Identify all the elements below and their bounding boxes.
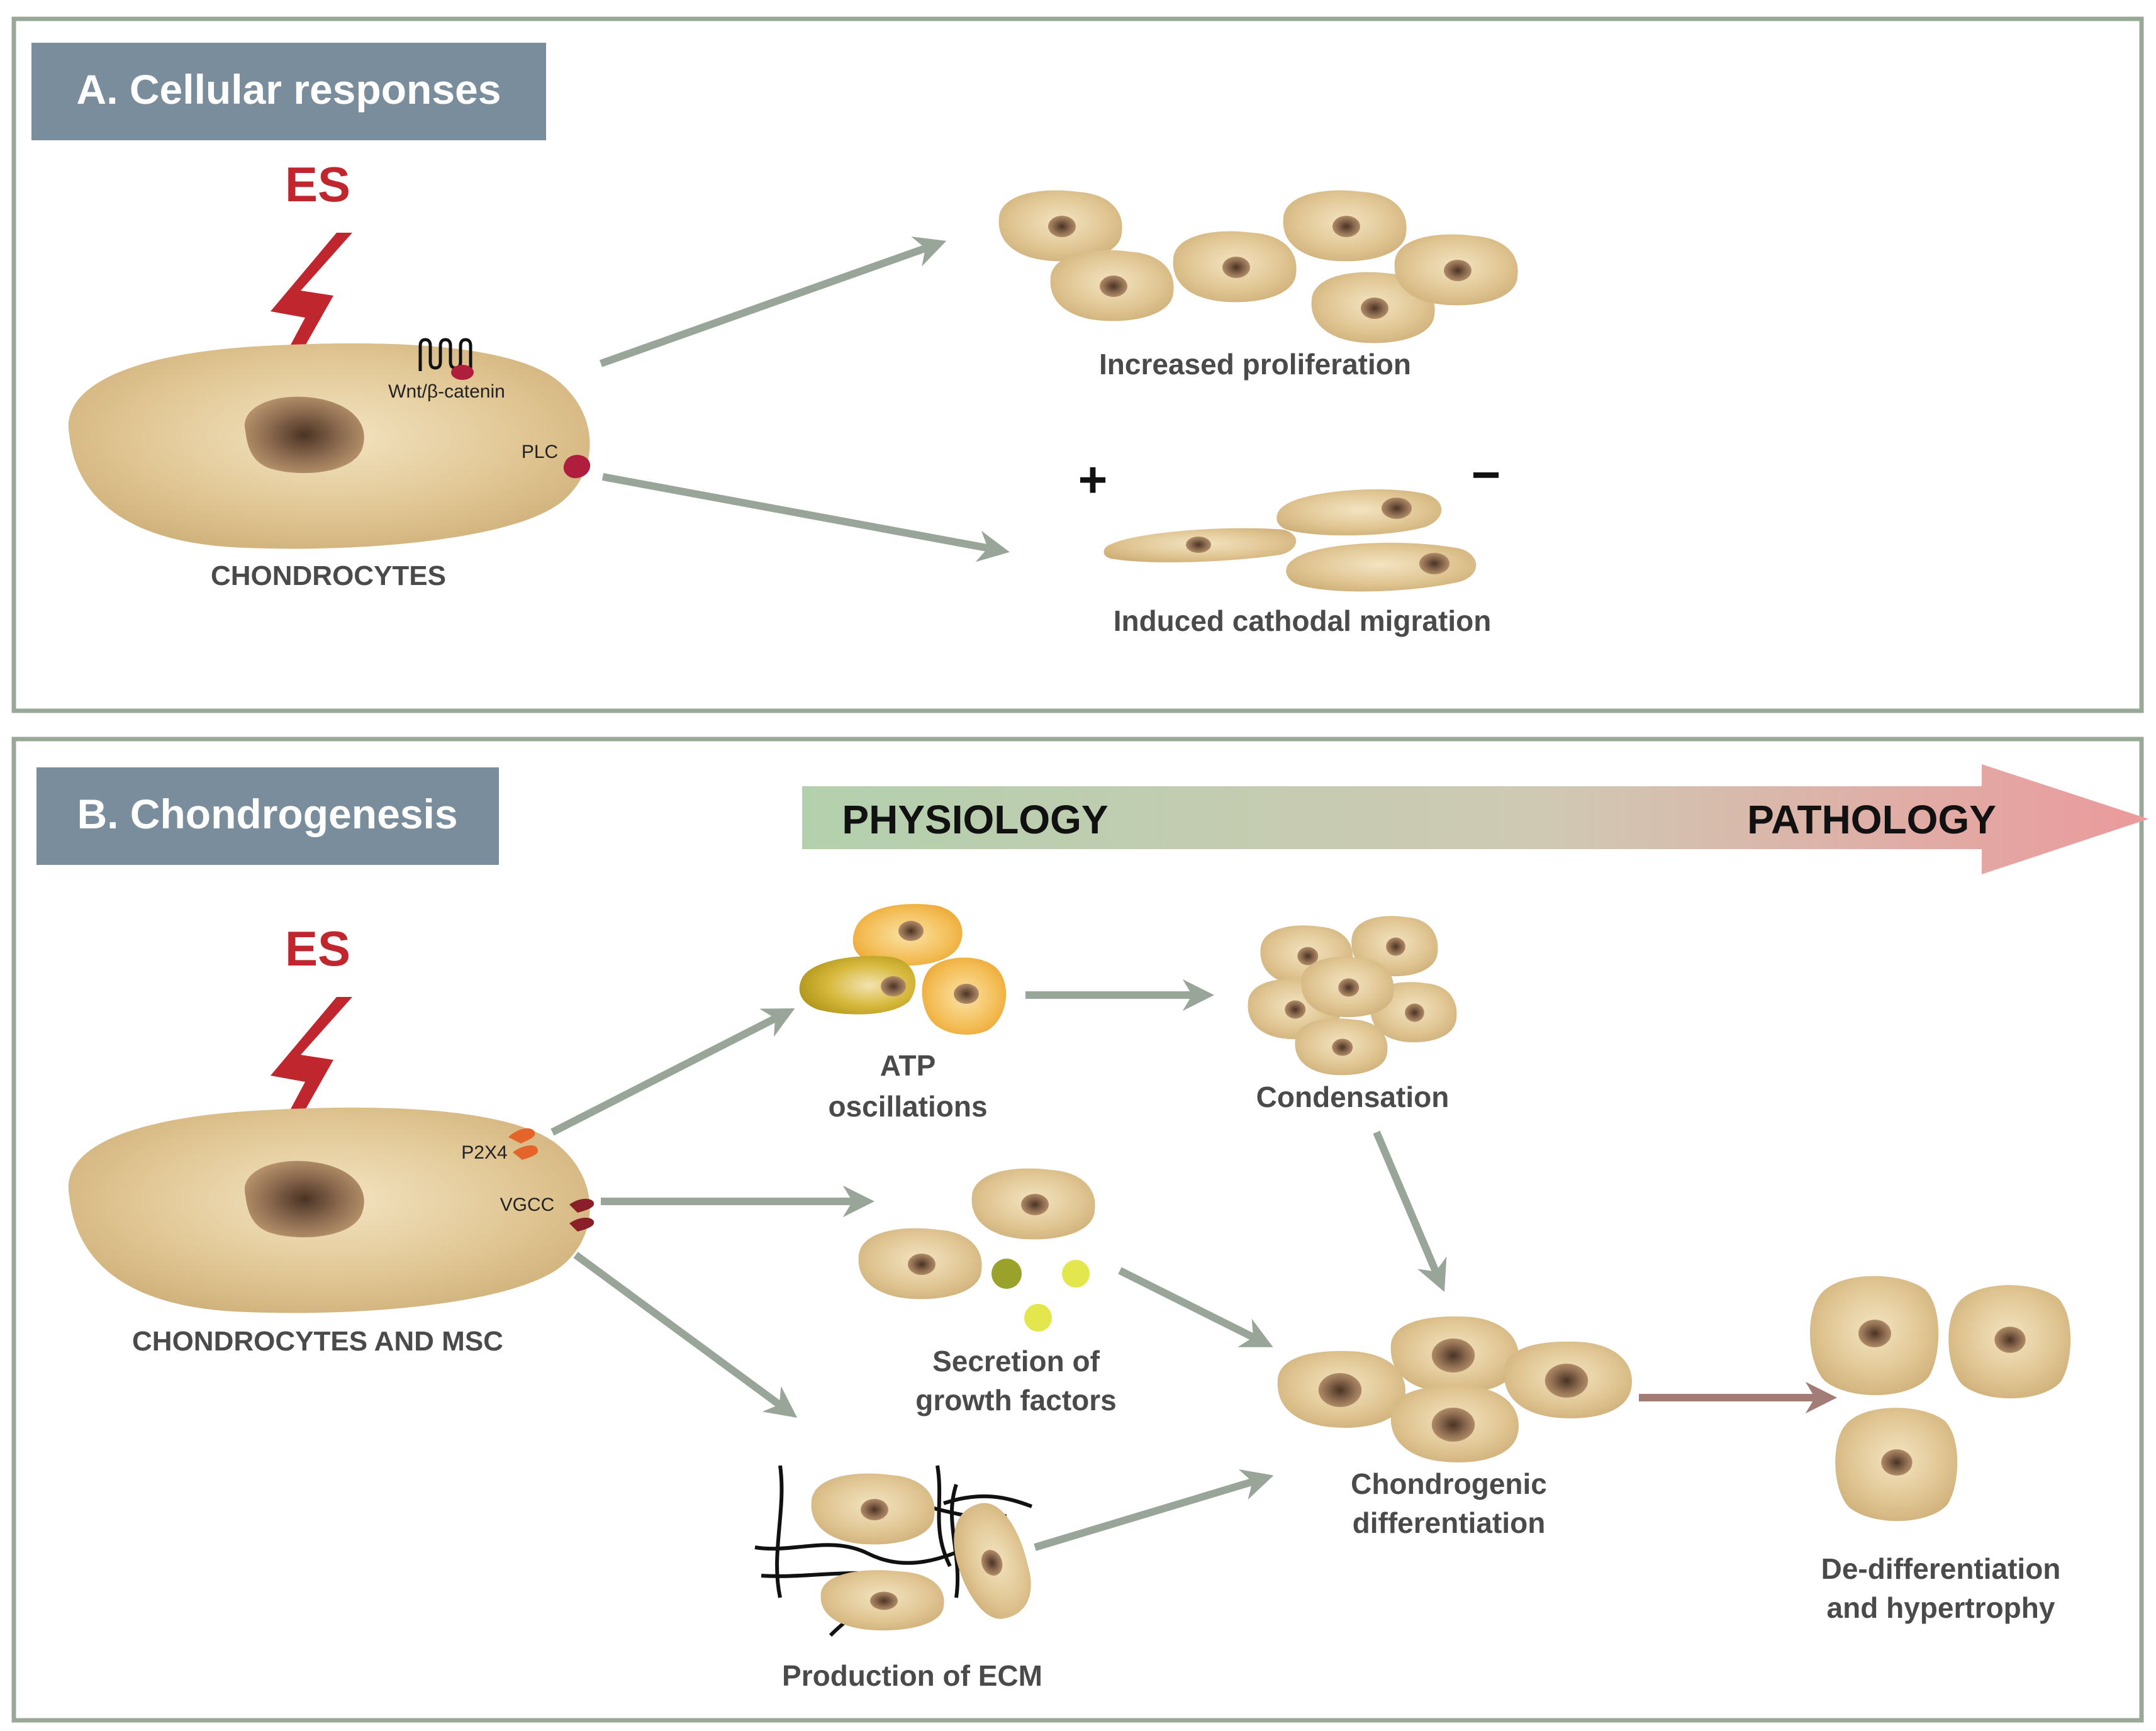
atp-label-line1: ATP [880, 1049, 936, 1082]
panel-b-nucleus [244, 1160, 364, 1238]
plus-electrode: + [1078, 452, 1108, 508]
wnt-receptor-icon [418, 338, 472, 371]
secretion-cells [858, 1168, 1095, 1332]
vgcc-label: VGCC [500, 1194, 555, 1215]
panel-b-title: B. Chondrogenesis [77, 791, 457, 837]
secretion-label-line2: growth factors [915, 1384, 1116, 1417]
plc-marker-icon [563, 455, 591, 479]
panel-a-title-box [31, 43, 546, 140]
panel-a-title: A. Cellular responses [77, 66, 501, 113]
panel-b-cell-label: CHONDROCYTES AND MSC [132, 1326, 503, 1357]
wnt-label: Wnt/β-catenin [388, 381, 505, 402]
panel-b-lightning-icon [271, 997, 352, 1132]
wnt-marker-icon [451, 365, 474, 380]
physiology-label: PHYSIOLOGY [842, 797, 1108, 842]
arrow-to-proliferation [599, 237, 947, 367]
p2x4-marker-top [508, 1128, 535, 1144]
plc-label: PLC [522, 442, 558, 462]
p2x4-label: P2X4 [461, 1142, 507, 1163]
arrow-to-migration [601, 473, 1010, 562]
dediff-label-line1: De-differentiation [1821, 1552, 2061, 1585]
dediff-label-line2: and hypertrophy [1827, 1591, 2055, 1624]
secretion-label-line1: Secretion of [932, 1345, 1100, 1378]
pathology-label: PATHOLOGY [1747, 797, 1996, 842]
migration-label: Induced cathodal migration [1114, 604, 1492, 637]
p2x4-marker-bottom [513, 1145, 539, 1160]
vgcc-marker-bottom [569, 1217, 595, 1232]
panel-a-cell-label: CHONDROCYTES [211, 560, 446, 591]
condensation-label: Condensation [1256, 1081, 1449, 1113]
chondrogenic-label-line1: Chondrogenic [1351, 1467, 1547, 1500]
arrow-condensation-to-differentiation [1373, 1130, 1447, 1292]
proliferation-label: Increased proliferation [1099, 348, 1411, 381]
arrow-to-atp [550, 1008, 795, 1136]
chondrogenic-label-line2: differentiation [1353, 1506, 1546, 1539]
atp-cells [799, 904, 1007, 1035]
vgcc-marker-top [569, 1198, 595, 1213]
panel-b-title-box [36, 767, 499, 865]
panel-a-nucleus [244, 396, 364, 474]
atp-label-line2: oscillations [828, 1090, 987, 1123]
arrow-secretion-to-differentiation [1118, 1267, 1273, 1347]
migration-cells [1103, 489, 1477, 592]
arrow-to-ecm [573, 1252, 798, 1418]
arrow-ecm-to-differentiation [1034, 1469, 1274, 1551]
ecm-label: Production of ECM [782, 1659, 1042, 1692]
panel-b-es-label: ES [285, 921, 350, 976]
physiology-pathology-arrow [802, 764, 2148, 874]
minus-electrode: − [1472, 447, 1501, 503]
panel-a-es-label: ES [285, 157, 350, 212]
panel-a-lightning-icon [271, 233, 352, 368]
